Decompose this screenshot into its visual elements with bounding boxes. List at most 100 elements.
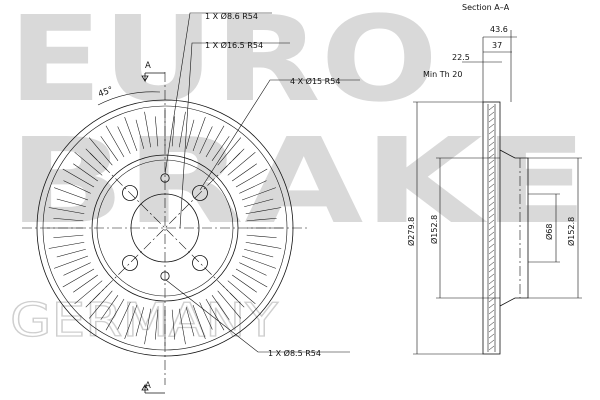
vent-slot — [73, 163, 98, 182]
hatch-mark — [488, 189, 495, 195]
vent-slot — [135, 119, 145, 149]
front-view: A A 45° 1 X Ø8.6 R54 1 X Ø16.5 R54 4 X Ø… — [22, 11, 360, 394]
hatch-mark — [488, 177, 495, 183]
vent-slot — [100, 295, 119, 320]
vent-slot — [154, 116, 159, 147]
vent-slot — [63, 180, 91, 194]
section-marker-bottom-label: A — [145, 381, 151, 391]
bolt-hole-2 — [192, 185, 208, 201]
vent-slot — [185, 119, 195, 149]
hatch-mark — [488, 153, 495, 159]
bolt-hole-1 — [122, 185, 138, 201]
vent-slot — [124, 117, 138, 152]
bolt-hole-3 — [122, 255, 138, 271]
vent-slot — [205, 125, 225, 158]
vent-slot — [117, 302, 131, 330]
hatch-mark — [488, 267, 495, 273]
vent-slot — [54, 187, 89, 201]
vent-slot — [74, 280, 103, 305]
vent-slot — [199, 126, 213, 154]
hatch-mark — [488, 279, 495, 285]
hatch-mark — [488, 291, 495, 297]
vent-slot — [124, 304, 138, 339]
dim-width: 37 — [492, 41, 502, 50]
diagonal-centerline-2 — [89, 152, 241, 304]
vent-slot — [232, 274, 257, 293]
dim-hat-right-diameter: Ø152.8 — [566, 217, 576, 246]
hatch-mark — [488, 333, 495, 339]
vent-slot — [73, 274, 98, 293]
vent-slot — [227, 280, 256, 305]
section-hatch — [488, 105, 495, 351]
vent-slot — [54, 255, 89, 269]
watermark-line-2: BRAKE — [8, 112, 588, 250]
callout-center-pin: 1 X Ø16.5 R54 — [205, 40, 263, 50]
vent-slot — [211, 136, 230, 161]
hatch-mark — [488, 123, 495, 129]
dim-hat-diameter: Ø152.8 — [429, 215, 439, 244]
callout-leader-bolt — [199, 79, 360, 191]
vent-slot — [244, 198, 274, 208]
bolt-hole-4 — [192, 255, 208, 271]
min-thickness: Min Th 20 — [423, 70, 462, 79]
vent-slot — [244, 248, 274, 258]
vent-slot — [74, 151, 103, 176]
hatch-mark — [488, 165, 495, 171]
vent-slot — [232, 163, 257, 182]
hatch-mark — [488, 159, 495, 165]
vent-slot — [117, 126, 131, 154]
vent-slot — [88, 290, 113, 319]
vent-slot — [171, 116, 176, 147]
vent-slot — [217, 137, 242, 166]
vent-slot — [245, 207, 282, 215]
hatch-mark — [488, 243, 495, 249]
diagonal-centerline-1 — [89, 152, 241, 304]
callout-bolt-holes: 4 X Ø15 R54 — [290, 76, 340, 86]
vent-slot — [205, 298, 225, 331]
hatch-mark — [488, 117, 495, 123]
angle-arc — [97, 91, 161, 106]
vent-slot — [88, 137, 113, 166]
vent-slot — [217, 290, 242, 319]
watermark-line-3: GERMANY — [10, 293, 279, 347]
vent-slot — [239, 262, 267, 276]
vent-slot — [235, 268, 268, 288]
hatch-mark — [488, 273, 495, 279]
section-title: Section A–A — [462, 3, 510, 12]
hatch-mark — [488, 219, 495, 225]
vent-slot — [48, 207, 85, 215]
vent-slot — [56, 248, 86, 258]
callout-leader-small-bottom — [165, 279, 350, 353]
vent-slot — [178, 111, 186, 148]
hatch-mark — [488, 213, 495, 219]
hatch-mark — [488, 129, 495, 135]
section-view: Section A–A 43.6 37 22.5 Min Th 20 Ø279.… — [406, 3, 582, 355]
hatch-mark — [488, 141, 495, 147]
vent-slot — [56, 198, 86, 208]
vent-slot — [211, 295, 230, 320]
hat-section-profile — [499, 149, 529, 307]
vent-slot — [105, 298, 125, 331]
hatch-mark — [488, 345, 495, 351]
callout-small-hole-top: 1 X Ø8.6 R54 — [205, 11, 258, 21]
dim-offset: 22.5 — [452, 53, 470, 62]
hatch-mark — [488, 339, 495, 345]
hatch-mark — [488, 105, 495, 111]
watermark: EURO BRAKE GERMANY — [8, 0, 588, 348]
hatch-mark — [488, 315, 495, 321]
vent-slot — [245, 241, 282, 249]
vent-slot — [53, 234, 84, 239]
callout-leader-center — [179, 42, 290, 229]
vent-slot — [62, 168, 95, 188]
hatch-mark — [488, 237, 495, 243]
vent-slot — [235, 168, 268, 188]
section-marker-top-label: A — [145, 61, 151, 71]
hatch-mark — [488, 135, 495, 141]
section-marker-top-arrow — [141, 73, 149, 83]
angle-label: 45° — [97, 85, 115, 100]
hatch-mark — [488, 321, 495, 327]
hatch-mark — [488, 111, 495, 117]
hatch-mark — [488, 183, 495, 189]
vent-slot — [227, 151, 256, 176]
hatch-mark — [488, 285, 495, 291]
